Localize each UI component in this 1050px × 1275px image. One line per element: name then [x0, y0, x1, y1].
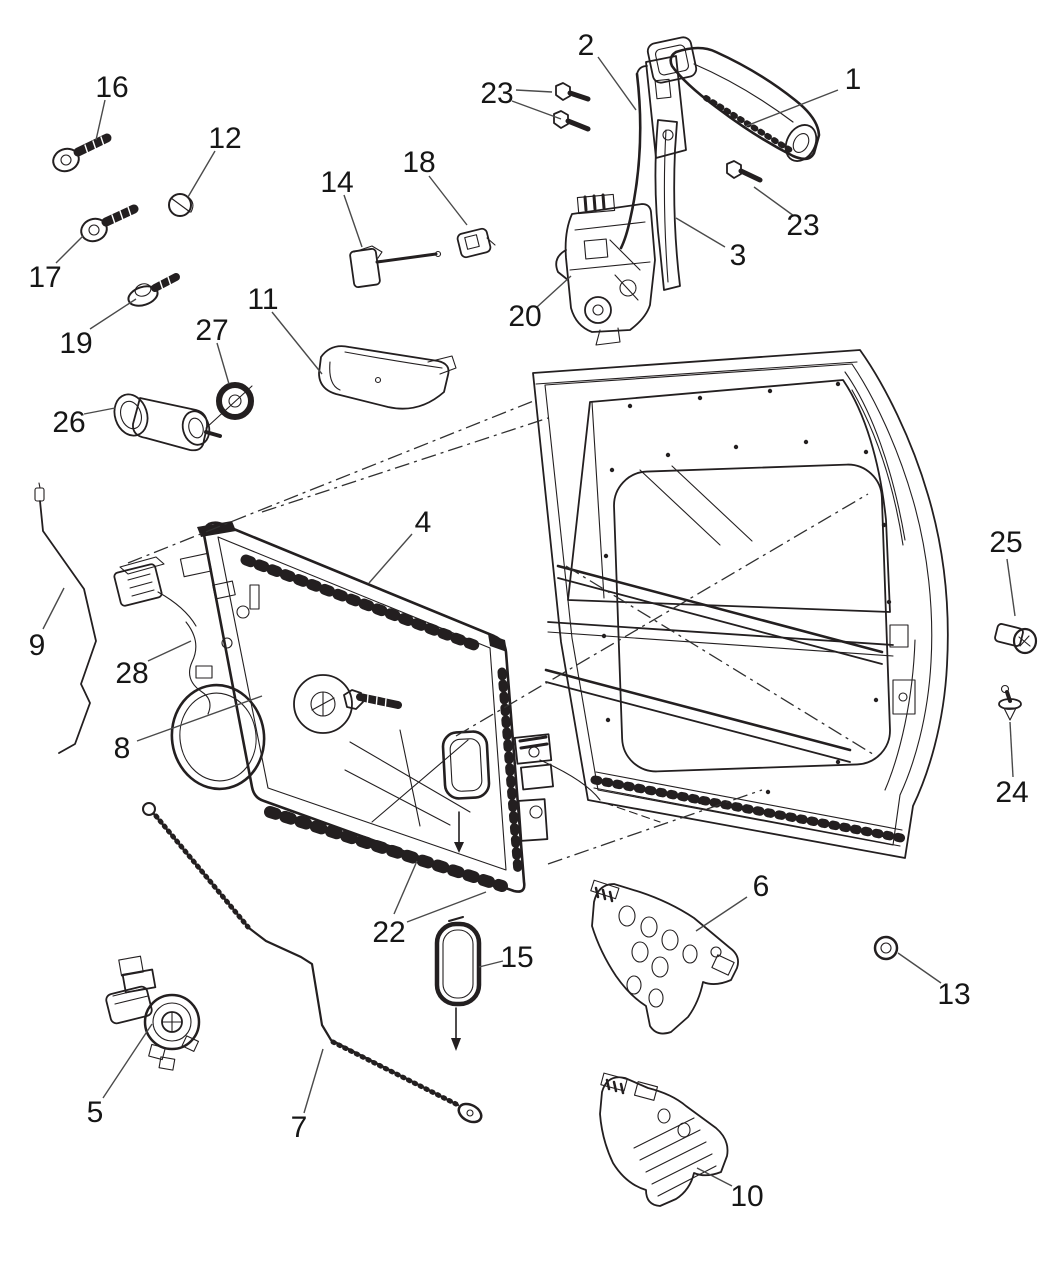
part-5-window-motor: [105, 955, 201, 1071]
callout-labels: 1 2 3 4 5 6 7 8 9 10 11 12 13 14 15 16 1…: [28, 29, 1028, 1213]
part-4-carrier-panel: [170, 521, 661, 893]
callout-18: 18: [402, 146, 435, 179]
part-24-push-pin: [998, 684, 1022, 721]
callout-20: 20: [508, 300, 541, 333]
callout-24: 24: [995, 776, 1028, 809]
part-14-clip-with-rod: [349, 245, 442, 289]
part-2-link-rod: [619, 65, 648, 250]
leader-lines: [42, 56, 1016, 1187]
door-shell: [532, 349, 949, 859]
callout-10: 10: [730, 1180, 763, 1213]
panel-rivet-dots: [601, 381, 892, 805]
callout-17: 17: [28, 261, 61, 294]
callout-15: 15: [500, 941, 533, 974]
callout-23-b: 23: [786, 209, 819, 242]
callout-9: 9: [29, 629, 46, 662]
callout-23-a: 23: [480, 77, 513, 110]
part-15-gasket: [434, 916, 482, 1051]
part-27-washer: [205, 382, 254, 429]
part-1-exterior-handle: [646, 36, 821, 162]
part-11-handle-trim: [318, 345, 457, 410]
part-16-screw: [52, 133, 112, 173]
callout-16: 16: [95, 71, 128, 104]
callout-4: 4: [415, 506, 432, 539]
projection-lines: [127, 399, 877, 865]
callout-14: 14: [320, 166, 353, 199]
part-20-door-latch: [555, 193, 656, 346]
callout-6: 6: [753, 870, 770, 903]
callout-22: 22: [372, 916, 405, 949]
callout-2: 2: [578, 29, 595, 62]
part-17-screw: [80, 204, 139, 243]
callout-25: 25: [989, 526, 1022, 559]
callout-11: 11: [247, 283, 278, 316]
part-26-window-crank: [113, 393, 222, 452]
part-25-screw: [994, 623, 1038, 655]
callout-26: 26: [52, 406, 85, 439]
callout-28: 28: [115, 657, 148, 690]
callout-12: 12: [208, 122, 241, 155]
part-9-lock-rod: [34, 482, 97, 754]
callout-5: 5: [87, 1096, 104, 1129]
callout-19: 19: [59, 327, 92, 360]
part-28-connector: [113, 556, 197, 627]
callout-3: 3: [730, 239, 747, 272]
callout-7: 7: [291, 1111, 308, 1144]
part-19-screw: [127, 273, 180, 307]
callout-1: 1: [845, 63, 862, 96]
part-13-grommet: [873, 935, 899, 961]
part-7-latch-rod: [142, 802, 483, 1124]
part-3-handle-bracket: [645, 55, 687, 291]
part-18-clip: [456, 227, 496, 259]
callout-8: 8: [114, 732, 131, 765]
part-6-upper-bracket: [590, 879, 739, 1035]
part-23-screws: [553, 82, 763, 183]
part-12-grommet: [168, 193, 194, 217]
part-10-lower-bracket: [599, 1072, 729, 1207]
callout-27: 27: [195, 314, 228, 347]
callout-13: 13: [937, 978, 970, 1011]
